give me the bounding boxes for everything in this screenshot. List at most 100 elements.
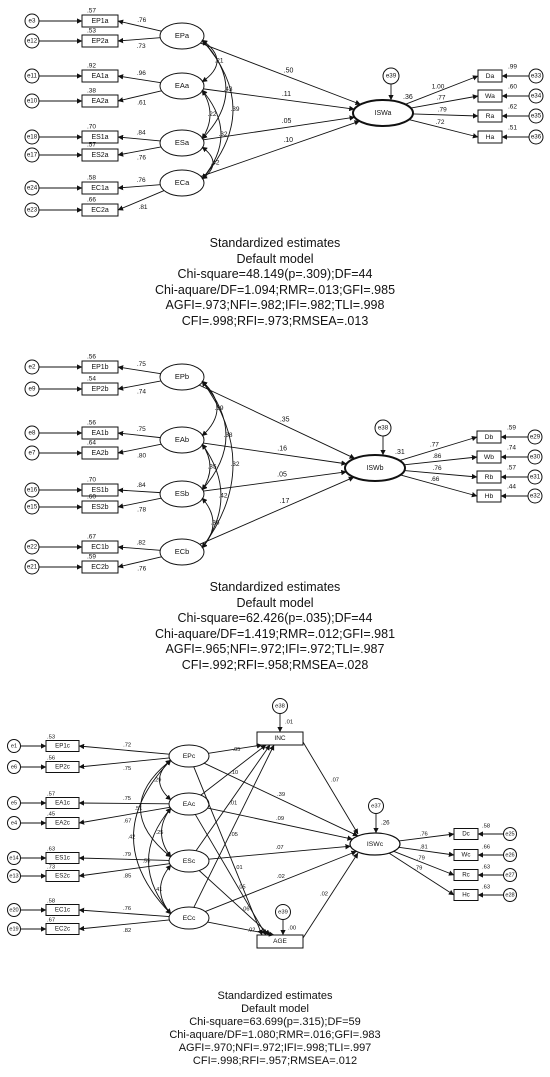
loading-path [78,919,170,932]
correlation-arc [148,807,172,915]
caption-model: Default model [241,1003,309,1015]
loading-value: .79 [438,107,447,114]
r2-value: .57 [47,792,55,798]
path-coefficient: .09 [276,816,284,822]
indicator-label: Ra [486,113,495,120]
error-label: e30 [530,454,541,461]
indicator-label: EA2b [91,450,108,457]
loading-value: .76 [137,155,146,162]
loading-value: .66 [430,476,439,483]
control-box-age [256,934,304,949]
indicator-label: Db [485,434,494,441]
loading-value: 1.00 [432,83,445,90]
error-label: e38 [275,704,285,710]
r2-value: .54 [87,376,96,383]
latent-label: EAa [175,81,190,90]
path-coefficient: .02 [277,874,285,880]
path-coefficient: .35 [280,416,290,423]
r2-value: .56 [87,354,96,361]
indicator-label: ES1a [91,134,108,141]
indicator-label: ES2b [91,504,108,511]
r2-value: .63 [482,885,490,891]
loading-path [78,800,170,806]
fit-line: Chi-aquare/DF=1.080;RMR=.016;GFI=.983 [169,1029,381,1041]
fit-line: Chi-square=63.699(p=.315);DF=59 [189,1016,361,1028]
r2-value: .70 [87,477,96,484]
correlation-value: .29 [154,777,162,783]
error-label: e14 [9,855,18,861]
error-label: e2 [29,364,36,371]
latent-label: EPa [175,31,190,40]
r2-value: .56 [87,420,96,427]
r2-value: .51 [508,125,517,132]
correlation-arc [201,89,222,180]
caption-heading: Standardized estimates [217,990,333,1002]
error-label: e13 [9,873,18,879]
error-label: e20 [9,907,18,913]
loading-path [117,37,161,44]
error-label: e25 [505,831,514,837]
r2-value: .57 [507,465,516,472]
caption-model-b: Standardized estimates Default model Chi… [0,580,550,674]
latent-ecc [168,906,210,930]
path-coefficient: .16 [277,445,287,452]
loading-path [78,806,170,825]
loading-path [393,850,455,876]
correlation-arc [201,380,234,549]
error-label: e39 [278,910,288,916]
r2-value: .44 [507,484,516,491]
structural-path [203,88,355,112]
control-path [208,743,263,754]
r2-value: .60 [508,84,517,91]
loading-path [410,94,479,109]
path-coefficient: .07 [331,778,339,784]
correlation-value: .42 [210,160,219,167]
correlation-arc [201,39,234,180]
outcome-label: ISWa [375,110,392,117]
correlation-arc [160,864,172,915]
error-label: e3 [29,18,36,25]
error-label: e36 [531,134,542,141]
latent-ecb [159,538,205,566]
loading-value: .81 [139,204,148,211]
loading-path [117,184,161,191]
indicator-label: Wa [485,93,495,100]
control-path [193,766,263,936]
loading-path [117,365,161,375]
caption-model-a: Standardized estimates Default model Chi… [0,236,550,330]
loading-value: .75 [123,766,131,772]
loading-path [117,134,161,142]
r2-value: .63 [47,847,55,853]
r2-value: .66 [482,845,490,851]
error-label: e11 [27,73,37,80]
r2-value: .58 [47,899,55,905]
loading-value: .76 [137,17,146,24]
correlation-arc [201,497,214,549]
latent-label: EAb [175,435,189,444]
latent-eca [159,169,205,197]
loading-path [399,435,478,461]
indicator-label: ES2c [55,873,70,880]
control-path [198,870,271,936]
r2-value: .38 [87,88,96,95]
r2-value: .92 [87,63,96,70]
loading-value: .82 [137,539,146,546]
r2-value: .64 [87,440,96,447]
loading-path [412,113,479,119]
error-label: e18 [27,134,38,141]
path-coefficient: .02 [320,892,328,898]
loading-value: .72 [123,743,131,749]
path-coefficient: .11 [282,91,291,98]
loading-path [400,474,478,498]
r2-value: .53 [87,28,96,35]
error-label: e26 [505,852,514,858]
loading-value: .75 [123,796,131,802]
control-label: INC [274,735,286,742]
loading-path [398,831,455,842]
indicator-label: Da [486,73,495,80]
loading-path [117,190,165,211]
control-path [193,744,275,908]
error-label: e5 [11,800,17,806]
indicator-label: Hc [462,892,470,899]
